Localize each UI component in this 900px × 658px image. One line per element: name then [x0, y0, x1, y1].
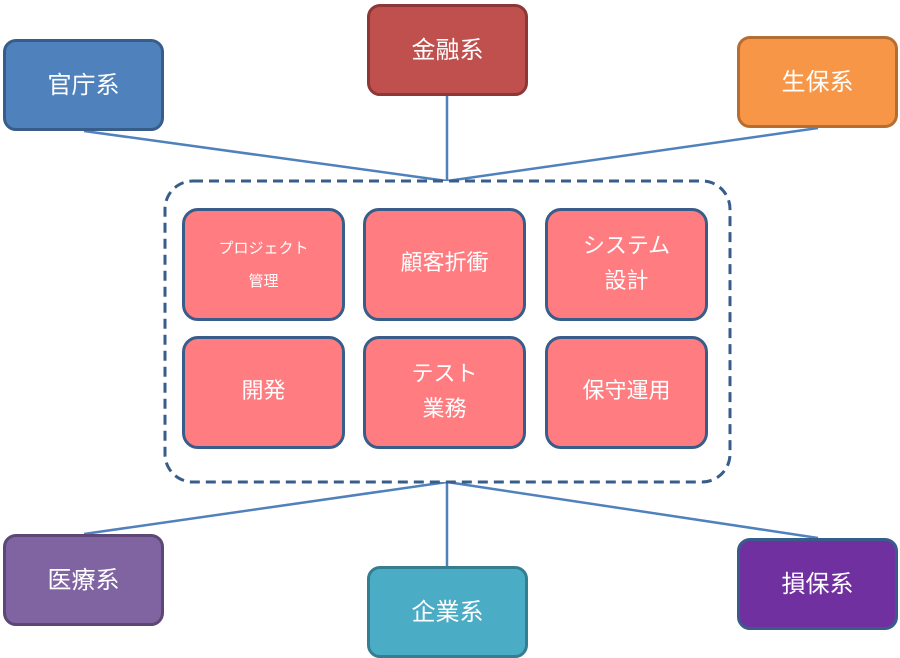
task-system-design-line1: システム	[582, 234, 671, 260]
task-development-label: 開発	[241, 379, 286, 405]
node-iryo: 医療系	[3, 534, 164, 626]
node-iryo-label: 医療系	[47, 565, 120, 594]
task-project-management-line2: 管理	[248, 271, 279, 290]
node-sonpo: 損保系	[737, 538, 898, 630]
node-sonpo-label: 損保系	[781, 569, 854, 598]
connector-seiho	[446, 126, 819, 183]
node-kancho: 官庁系	[3, 39, 164, 131]
task-development: 開発	[182, 336, 345, 449]
node-seiho: 生保系	[737, 36, 898, 128]
task-maintenance: 保守運用	[545, 336, 708, 449]
node-kigyo: 企業系	[367, 566, 528, 658]
task-system-design: システム 設計	[545, 208, 708, 321]
task-test: テスト 業務	[363, 336, 526, 449]
node-kinyu-label: 金融系	[411, 35, 484, 64]
node-seiho-label: 生保系	[781, 67, 854, 96]
task-project-management: プロジェクト 管理	[182, 208, 345, 321]
task-project-management-line1: プロジェクト	[218, 238, 309, 257]
task-client-negotiation-label: 顧客折衝	[400, 251, 489, 277]
task-system-design-line2: 設計	[604, 268, 649, 294]
task-test-line1: テスト	[411, 362, 478, 388]
connector-kancho	[83, 129, 448, 183]
task-client-negotiation: 顧客折衝	[363, 208, 526, 321]
node-kigyo-label: 企業系	[411, 597, 484, 626]
node-kinyu: 金融系	[367, 4, 528, 96]
task-test-line2: 業務	[422, 396, 467, 422]
task-maintenance-label: 保守運用	[582, 379, 671, 405]
connector-iryo	[83, 480, 448, 536]
connector-sonpo	[446, 480, 819, 540]
node-kancho-label: 官庁系	[47, 70, 120, 99]
